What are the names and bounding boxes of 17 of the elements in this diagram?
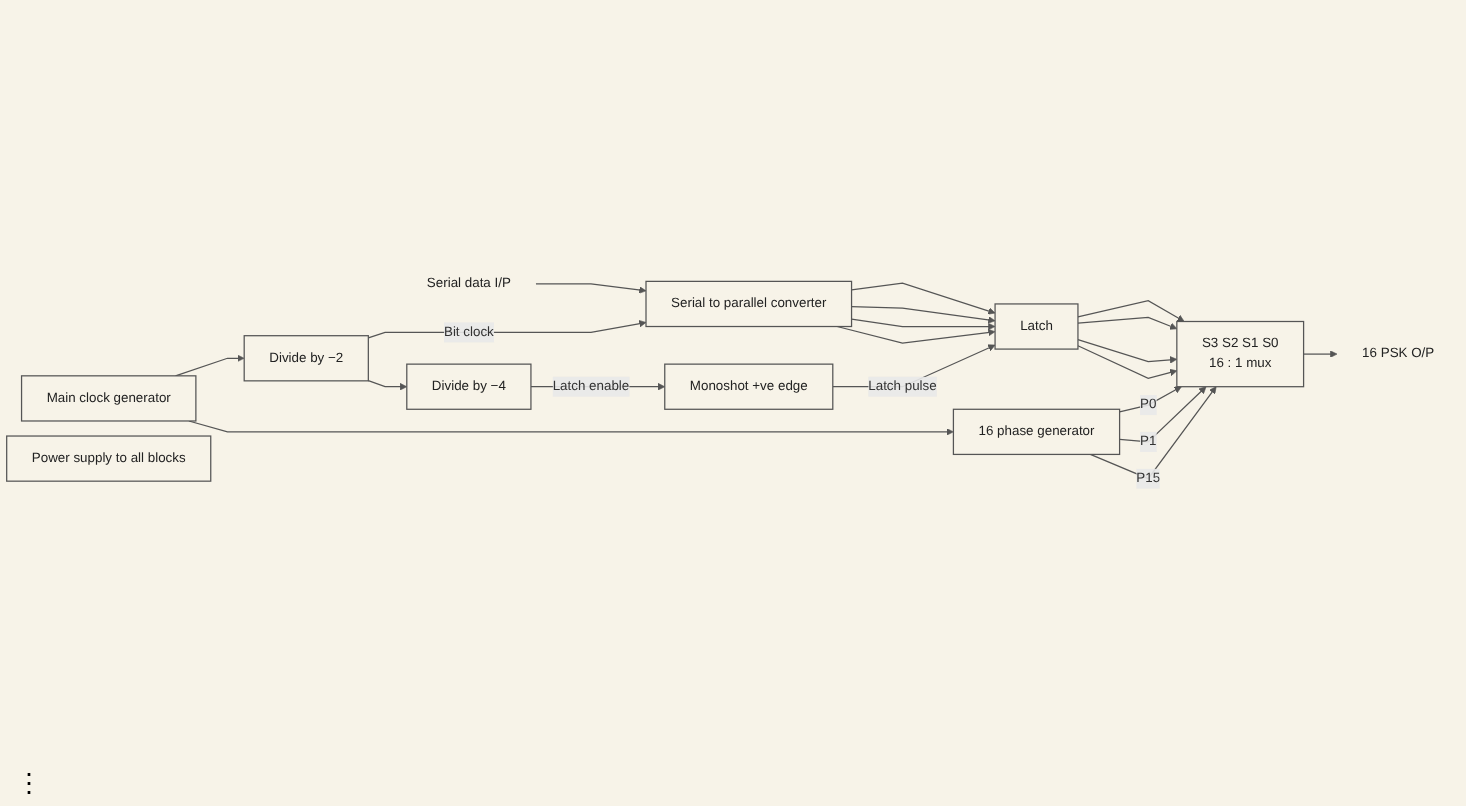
arrow (850, 282, 996, 315)
arrow (850, 306, 996, 324)
arrow (1077, 299, 1185, 322)
arrow (1089, 386, 1217, 480)
arrow (535, 283, 647, 294)
arrow (1077, 338, 1178, 364)
arrow (836, 325, 996, 344)
ellipsis-label: ⋮ (16, 768, 42, 798)
arrow (367, 380, 408, 391)
arrow (1118, 386, 1207, 443)
arrow (1118, 386, 1182, 413)
arrow (1302, 350, 1338, 358)
arrow (1077, 316, 1178, 330)
arrow (188, 420, 954, 436)
arrow (1077, 345, 1178, 379)
arrow (174, 354, 245, 377)
arrow (850, 318, 996, 331)
